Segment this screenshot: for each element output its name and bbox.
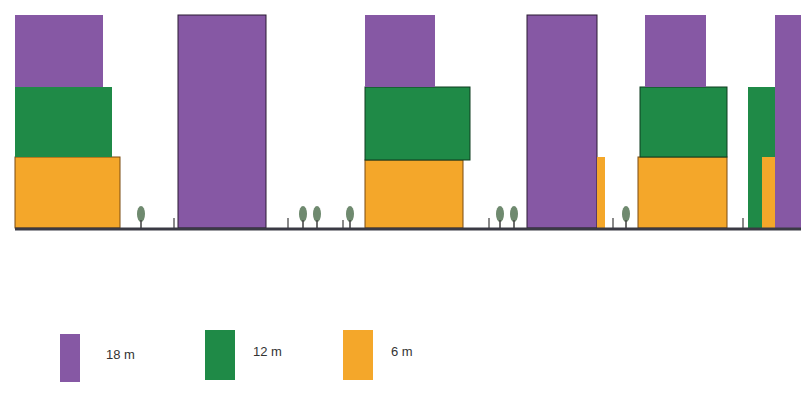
legend-label: 6 m [391, 344, 413, 359]
legend-swatch [343, 330, 373, 380]
trees [137, 206, 744, 228]
legend-swatch [60, 334, 80, 382]
legend-label: 12 m [253, 344, 282, 359]
legend-label: 18 m [106, 347, 135, 362]
legend-swatch [205, 330, 235, 380]
ground-line [15, 228, 801, 231]
buildings [15, 15, 801, 228]
